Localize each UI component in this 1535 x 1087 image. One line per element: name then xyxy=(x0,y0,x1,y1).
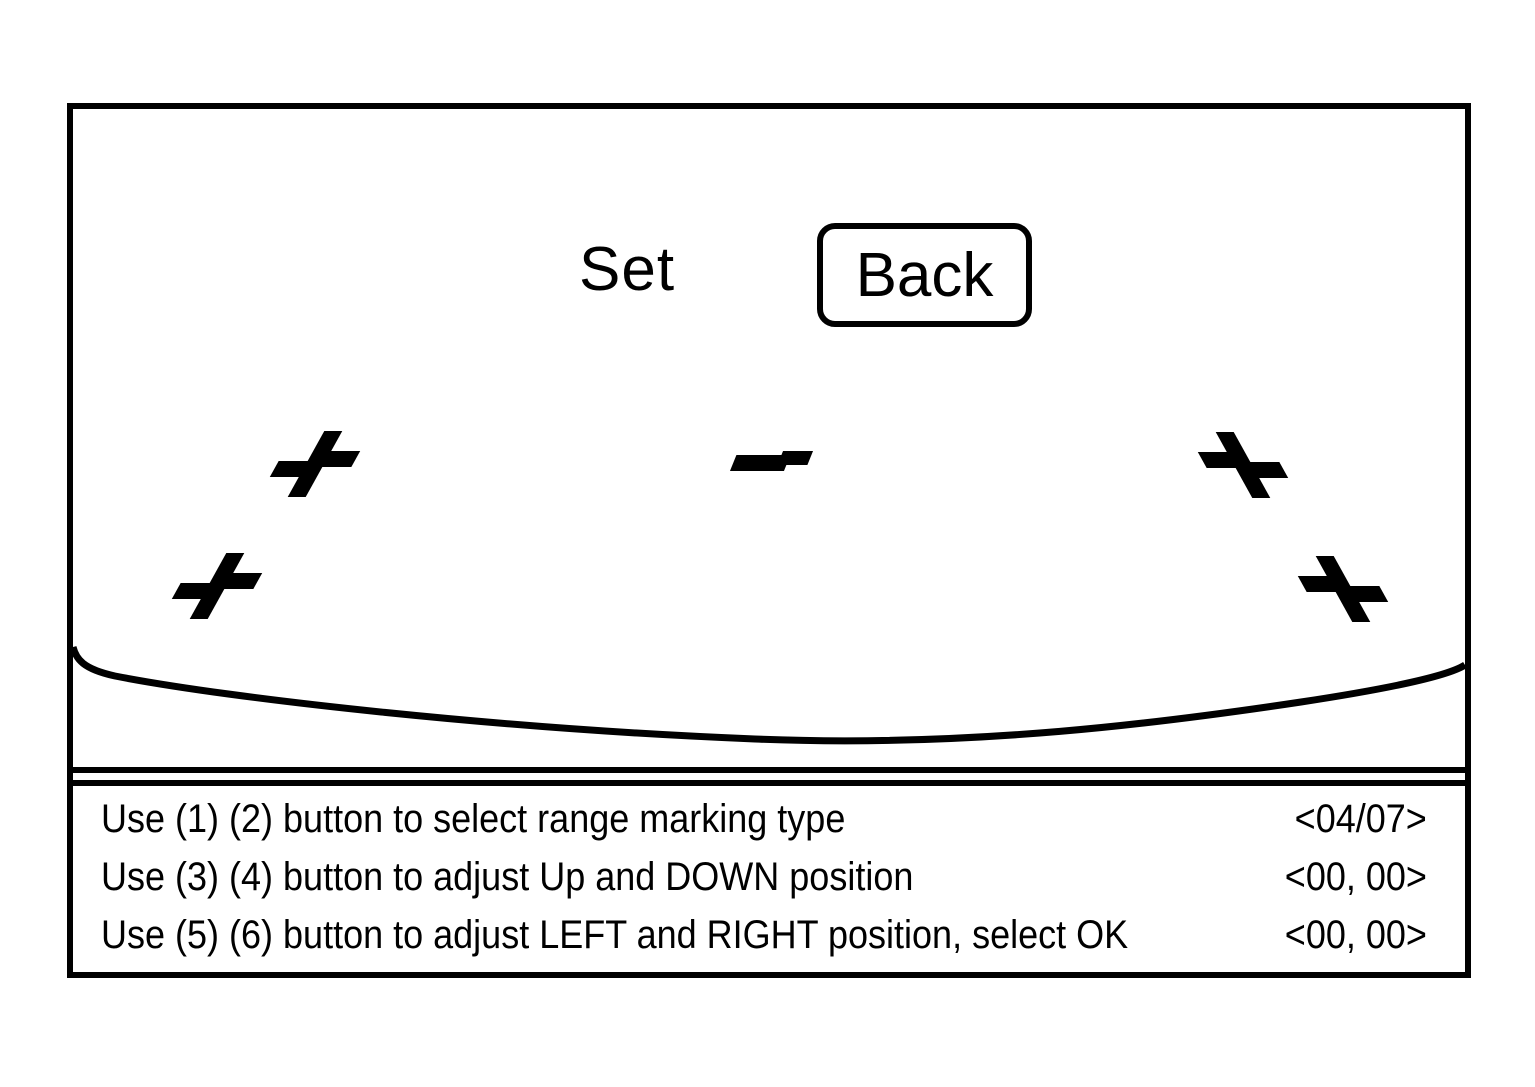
instruction-panel: Use (1) (2) button to select range marki… xyxy=(73,786,1465,972)
cross-marker-top-left-icon xyxy=(258,431,372,497)
instruction-text: Use (5) (6) button to adjust LEFT and RI… xyxy=(101,912,1129,957)
cross-marker-top-right-icon xyxy=(1186,432,1300,498)
cross-marker-bottom-left-icon xyxy=(160,553,274,619)
instruction-row-range-type: Use (1) (2) button to select range marki… xyxy=(101,790,1427,848)
instruction-text: Use (1) (2) button to select range marki… xyxy=(101,796,846,841)
range-type-page-indicator: <04/07> xyxy=(1294,796,1427,841)
range-marking-overlay xyxy=(73,431,1465,745)
instruction-row-up-down: Use (3) (4) button to adjust Up and DOWN… xyxy=(101,848,1427,906)
screen-frame: Set Back xyxy=(67,103,1471,978)
instruction-row-left-right: Use (5) (6) button to adjust LEFT and RI… xyxy=(101,906,1427,964)
panel-separator-double-line xyxy=(73,767,1465,786)
left-right-position-value: <00, 00> xyxy=(1284,912,1427,957)
back-button-label: Back xyxy=(855,240,994,310)
back-button[interactable]: Back xyxy=(817,223,1032,327)
cross-marker-bottom-right-icon xyxy=(1286,556,1400,622)
up-down-position-value: <00, 00> xyxy=(1284,854,1427,899)
set-label[interactable]: Set xyxy=(579,235,676,304)
dash-marker-center-icon xyxy=(729,451,814,471)
instruction-text: Use (3) (4) button to adjust Up and DOWN… xyxy=(101,854,914,899)
vehicle-bumper-curve xyxy=(73,646,1465,745)
